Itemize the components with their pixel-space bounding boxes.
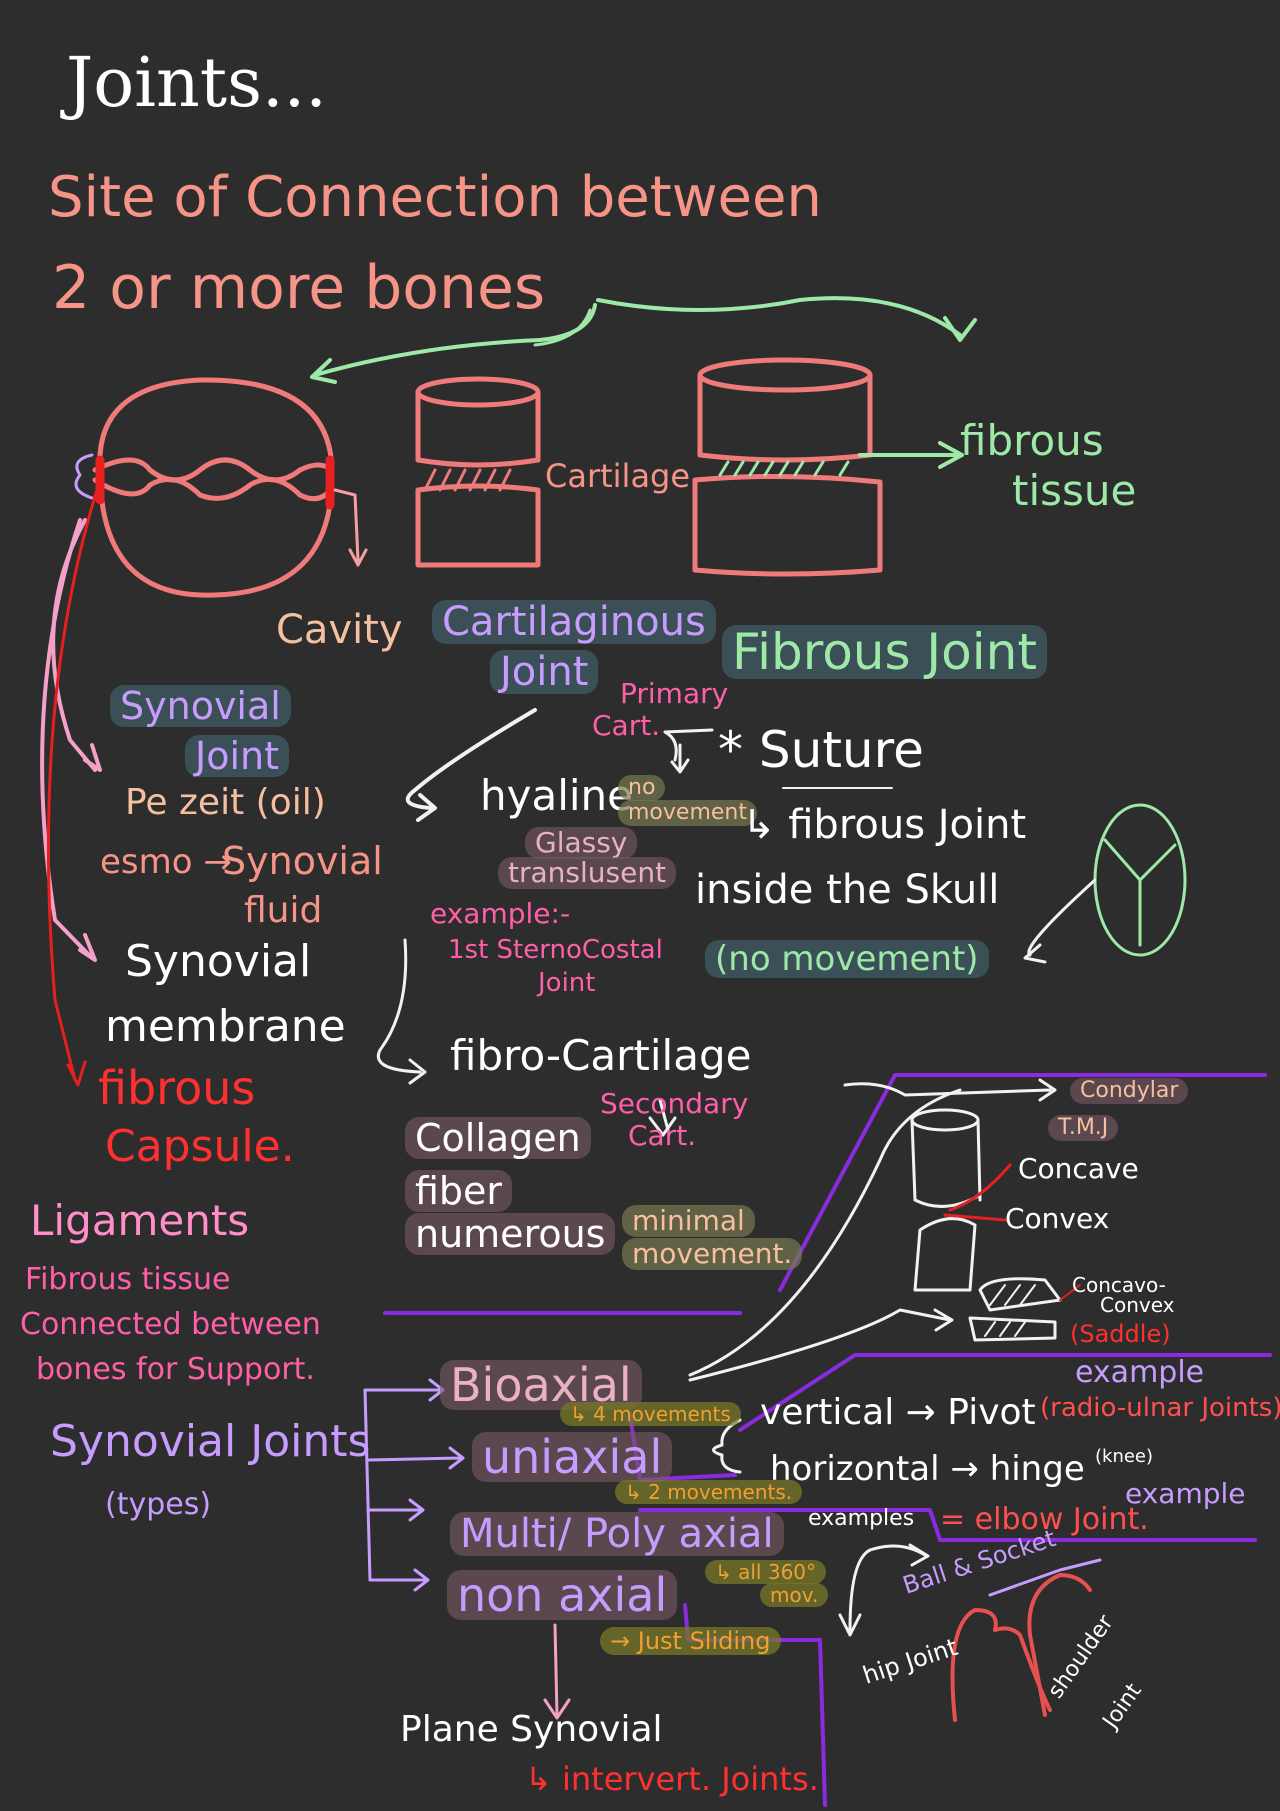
cartilage-label: Cartilage (545, 457, 691, 495)
movement-label: movement. (622, 1238, 803, 1270)
uniaxial-label: uniaxial (472, 1432, 673, 1482)
fibrous-capsule-label-2: Capsule. (105, 1121, 295, 1172)
example-label: example:- (430, 897, 571, 930)
cavity-label: Cavity (276, 607, 403, 653)
ligaments-line-2: Connected between (20, 1307, 321, 1342)
glassy-label: Glassy (525, 827, 638, 859)
fibrous-tissue-label-2: tissue (1012, 466, 1137, 515)
cartilaginous-joint-title-2: Joint (490, 650, 599, 694)
numerous-label: numerous (405, 1213, 616, 1255)
condylar-label: Condylar (1070, 1078, 1189, 1104)
synovial-fluid-label-2: fluid (244, 890, 323, 931)
pe-zeit-label: Pe zeit (oil) (125, 782, 326, 823)
example-label-1: example (1075, 1355, 1205, 1390)
radio-ulnar-label: (radio-ulnar Joints) (1040, 1393, 1280, 1423)
collagen-label: Collagen (405, 1117, 591, 1159)
intervert-joints-label: ↳ intervert. Joints. (525, 1760, 819, 1798)
ligaments-line-3: bones for Support. (36, 1352, 315, 1387)
ball-socket-sketch (950, 1608, 1052, 1722)
elbow-joint-label: = elbow Joint. (940, 1502, 1149, 1537)
hyaline-label: hyaline (480, 771, 634, 820)
secondary-cart-label-1: Secondary (600, 1087, 749, 1120)
fibro-cartilage-label: fibro-Cartilage (450, 1031, 752, 1080)
cartilaginous-joint-diagram (415, 376, 541, 568)
suture-title: * Suture (718, 721, 924, 779)
horizontal-hinge-label: horizontal → hinge (770, 1449, 1085, 1489)
plane-synovial-label: Plane Synovial (400, 1709, 663, 1750)
nonaxial-note: → Just Sliding (600, 1627, 781, 1655)
concave-label: Concave (1018, 1152, 1139, 1185)
arrow-to-fibrous (596, 296, 962, 337)
translucent-label: translusent (498, 857, 677, 889)
minimal-label: minimal (622, 1205, 755, 1237)
tmj-label: T.M.J (1048, 1115, 1119, 1141)
ligaments-line-1: Fibrous tissue (25, 1262, 231, 1297)
synovial-joint-title-1: Synovial (110, 685, 291, 727)
multiaxial-note-2: mov. (760, 1583, 829, 1607)
saddle-label: (Saddle) (1070, 1320, 1171, 1348)
fibrous-capsule-label-1: fibrous (98, 1061, 256, 1115)
synovial-types-title: Synovial Joints (50, 1416, 371, 1467)
synovial-membrane-label-2: membrane (105, 1001, 346, 1052)
uniaxial-note: ↳ 2 movements. (615, 1480, 803, 1504)
synovial-fluid-label-1: Synovial (222, 839, 383, 883)
synovial-joint-title-2: Joint (185, 735, 289, 777)
cartilaginous-joint-title-1: Cartilaginous (432, 600, 716, 644)
synovial-membrane-label-1: Synovial (125, 936, 312, 987)
examples-label: examples (808, 1506, 915, 1531)
biaxial-note: ↳ 4 movements (560, 1402, 741, 1426)
ligaments-title: Ligaments (30, 1196, 250, 1245)
nonaxial-label: non axial (447, 1570, 678, 1620)
fibrous-joint-title: Fibrous Joint (722, 625, 1047, 679)
primary-cart-label-2: Cart. (592, 709, 661, 742)
sternocostal-label-1: 1st SternoCostal (448, 935, 663, 965)
multiaxial-note-1: ↳ all 360° (705, 1560, 827, 1584)
page-title: Joints... (66, 44, 327, 123)
vertical-pivot-label: vertical → Pivot (760, 1392, 1036, 1433)
sternocostal-label-2: Joint (538, 968, 596, 998)
primary-cart-label-1: Primary (620, 677, 729, 710)
biaxial-label: Bioaxial (440, 1360, 642, 1410)
no-movement-skull-label: (no movement) (705, 940, 989, 978)
no-movement-label-1: no (618, 775, 666, 801)
convex-label: Convex (1005, 1202, 1110, 1235)
no-movement-label-2: movement (618, 800, 757, 826)
definition-line-1: Site of Connection between (48, 165, 822, 230)
secondary-cart-label-2: Cart. (628, 1119, 697, 1152)
fiber-label: fiber (405, 1170, 513, 1212)
example-label-2: example (1125, 1477, 1246, 1510)
hinge-note: (knee) (1095, 1446, 1154, 1467)
synovial-joint-diagram (92, 377, 335, 598)
inside-skull-label: inside the Skull (695, 867, 1000, 913)
fibrous-joint-diagram (692, 357, 883, 577)
fibrous-joint-skull-label: ↳ fibrous Joint (742, 802, 1027, 848)
synovial-types-subtitle: (types) (105, 1487, 212, 1522)
fibrous-tissue-label-1: fibrous (960, 416, 1104, 465)
esmo-label: esmo → (100, 842, 232, 882)
multiaxial-label: Multi/ Poly axial (450, 1512, 784, 1556)
concavo-convex-label-1: Concavo- (1072, 1273, 1166, 1297)
concavo-convex-label-2: Convex (1100, 1293, 1175, 1317)
definition-line-2: 2 or more bones (52, 253, 546, 323)
